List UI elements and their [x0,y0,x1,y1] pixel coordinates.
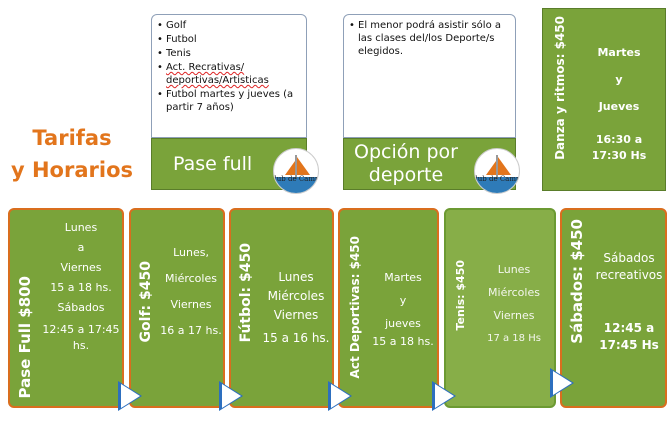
pase-full-description: Golf Futbol Tenis Act. Recrativas/ depor… [151,14,307,138]
title-line-2: y Horarios [10,158,133,182]
schedule-line: 12:45 a 17:45 hs. [42,323,120,352]
page-title: Tarifas y Horarios [8,122,136,186]
card-schedule: Lunes Miércoles Viernes 17 a 18 Hs [474,258,554,350]
title-line-1: Tarifas [32,126,112,150]
schedule-line: Miércoles [165,272,217,285]
schedule-line: jueves [385,317,421,330]
danza-schedule: Martes y Jueves 16:30 a 17:30 Hs [573,39,665,164]
schedule-line: Miércoles [488,286,540,299]
schedule-line: Lunes [64,221,98,234]
card-price-label: Tenis: $450 [454,259,467,331]
schedule-line: y [399,294,407,307]
card-price-label: Act Deportivas: $450 [348,235,362,378]
danza-day-1: Martes [597,46,641,59]
danza-price-label: Danza y ritmos: $450 [553,16,567,160]
club-logo: lub de Camp [273,148,319,194]
arrow-right-icon [432,381,456,411]
card-schedule: Sábados recreativos 12:45 a 17:45 Hs [592,250,665,354]
arrow-right-icon [328,381,352,411]
danza-day-3: Jueves [598,100,640,113]
list-item: Tenis [157,47,300,60]
pase-full-card: Pase Full $800 Lunes a Viernes 15 a 18 h… [8,208,124,408]
card-price-label: Sábados: $450 [568,219,586,344]
card-price-label: Fútbol: $450 [238,242,254,342]
tenis-card: Tenis: $450 Lunes Miércoles Viernes 17 a… [444,208,556,408]
schedule-line: Viernes [170,298,212,311]
sailboat-icon [274,155,318,193]
arrow-right-icon [118,381,142,411]
futbol-card: Fútbol: $450 Lunes Miércoles Viernes 15 … [229,208,334,408]
schedule-line: 17 a 18 Hs [487,333,541,344]
opcion-label-line-2: deporte [368,164,444,186]
list-item: Golf [157,19,300,32]
card-price-label: Pase Full $800 [16,275,34,398]
schedule-line: 16 a 17 hs. [160,324,222,337]
schedule-line: 15 a 18 hs. [372,335,434,348]
sabados-card: Sábados: $450 Sábados recreativos 12:45 … [560,208,667,408]
opcion-label: Opción por deporte [354,141,458,187]
schedule-line: Viernes [60,261,102,274]
schedule-line: 15 a 16 hs. [262,331,330,345]
schedule-line: 15 a 18 hs. [50,281,112,294]
logo-text: lub de Camp [475,175,520,183]
schedule-line: Lunes [497,263,531,276]
list-item: Futbol [157,33,300,46]
schedule-line: 12:45 a 17:45 Hs [599,321,659,352]
list-item: Act. Recrativas/ deportivas/Artisticas [157,61,300,87]
opcion-description: El menor podrá asistir sólo a las clases… [343,14,516,138]
schedule-line: Lunes [278,270,314,284]
pase-full-label: Pase full [173,153,253,175]
schedule-line: Sábados recreativos [595,251,663,282]
schedule-line: Viernes [273,308,319,322]
golf-card: Golf: $450 Lunes, Miércoles Viernes 16 a… [129,208,225,408]
sailboat-icon [475,155,519,193]
card-schedule: Martes y jueves 15 a 18 hs. [368,266,437,349]
schedule-line: Viernes [493,309,535,322]
list-item: Futbol martes y jueves (a partir 7 años) [157,88,300,114]
schedule-line: Sábados [57,301,105,314]
danza-day-2: y [615,73,623,86]
opcion-label-line-1: Opción por [354,141,458,163]
schedule-line: Miércoles [267,289,325,303]
act-deportivas-card: Act Deportivas: $450 Martes y jueves 15 … [338,208,439,408]
danza-time: 16:30 a 17:30 Hs [591,133,647,162]
card-price-label: Golf: $450 [138,260,154,342]
card-schedule: Lunes, Miércoles Viernes 16 a 17 hs. [159,240,223,344]
schedule-line: Martes [384,271,422,284]
arrow-right-icon [550,368,574,398]
logo-text: lub de Camp [274,175,319,183]
danza-box: Danza y ritmos: $450 Martes y Jueves 16:… [542,8,666,191]
schedule-line: a [77,241,85,254]
arrow-right-icon [219,381,243,411]
card-schedule: Lunes Miércoles Viernes 15 a 16 hs. [259,268,332,348]
card-schedule: Lunes a Viernes 15 a 18 hs. Sábados 12:4… [40,218,122,354]
club-logo: lub de Camp [474,148,520,194]
schedule-line: Lunes, [173,246,209,259]
list-item: El menor podrá asistir sólo a las clases… [349,19,509,58]
